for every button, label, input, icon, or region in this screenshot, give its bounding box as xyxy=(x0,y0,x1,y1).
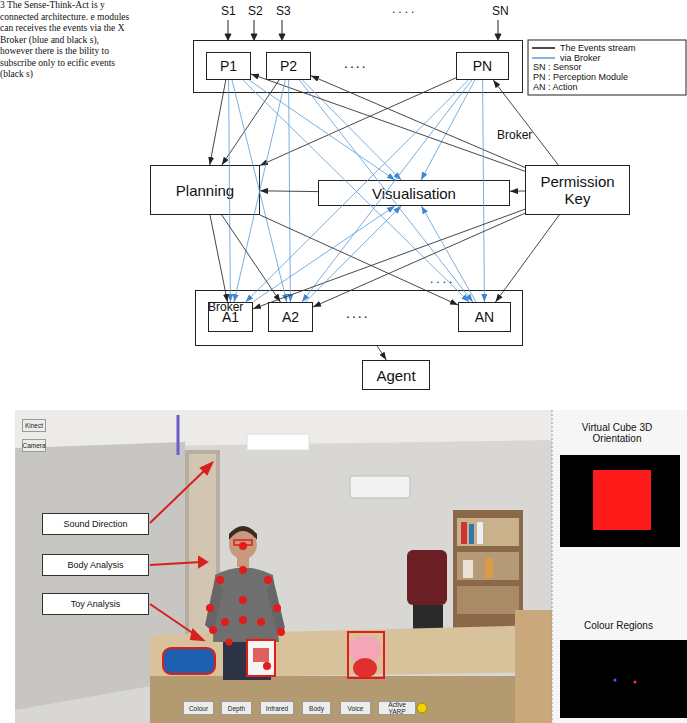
ui-button: Colour xyxy=(183,701,214,715)
text-label: Broker xyxy=(208,300,243,314)
legend-text: AN : Action xyxy=(533,82,578,92)
text-label: S3 xyxy=(276,4,291,18)
node-text: Infrared xyxy=(266,705,288,712)
node-text: Body Analysis xyxy=(67,560,123,570)
node-text: P1 xyxy=(220,58,237,74)
callout-box: Sound Direction xyxy=(42,513,149,535)
node-text: .... xyxy=(344,55,368,71)
broker-connector xyxy=(249,80,395,180)
event-connector xyxy=(222,215,281,302)
ui-button: Kinect xyxy=(22,419,46,432)
node-text: Colour xyxy=(189,705,208,712)
node-text: Depth xyxy=(228,705,245,712)
broker-connector xyxy=(421,206,476,302)
group-box: .... P1 P2 PN xyxy=(193,40,523,93)
process-box: Permission Key xyxy=(525,165,630,215)
broker-connector xyxy=(421,80,475,180)
event-connector xyxy=(311,76,525,168)
ui-button: Voice xyxy=(340,701,371,715)
module-box: A2 xyxy=(268,302,313,332)
node-text: AN xyxy=(475,309,494,325)
text-label: Virtual Cube 3D Orientation xyxy=(572,422,662,444)
event-connector xyxy=(260,215,458,305)
legend-text: PN : Perception Module xyxy=(533,72,628,82)
event-connector xyxy=(510,191,525,192)
node-text: Kinect xyxy=(25,422,43,429)
node-text: Permission Key xyxy=(540,173,615,207)
node-text: A2 xyxy=(282,309,299,325)
legend-text: SN : Sensor xyxy=(533,62,582,72)
ui-button: Infrared xyxy=(260,701,294,715)
module-box: P2 xyxy=(266,52,311,80)
node-text: Agent xyxy=(376,367,415,384)
ui-button: Depth xyxy=(221,701,252,715)
text-label: S2 xyxy=(248,4,263,18)
event-connector xyxy=(210,215,228,302)
node-text: Body xyxy=(309,705,324,712)
event-connector xyxy=(260,190,318,192)
node-text: Sound Direction xyxy=(63,519,127,529)
process-box: Agent xyxy=(362,360,430,390)
event-connector xyxy=(251,74,525,171)
process-box: Visualisation xyxy=(318,180,510,206)
ui-button: Body xyxy=(302,701,331,715)
node-text: Planning xyxy=(176,182,234,199)
text-label: Broker xyxy=(497,128,532,142)
module-box: AN xyxy=(458,302,511,332)
node-text: P2 xyxy=(280,58,297,74)
broker-connector xyxy=(289,80,291,302)
broker-connector xyxy=(253,206,395,302)
node-text: Visualisation xyxy=(372,185,456,202)
text-label: Colour Regions xyxy=(584,620,653,631)
callout-box: Toy Analysis xyxy=(42,593,149,615)
broker-connector xyxy=(302,80,401,180)
text-label: S1 xyxy=(221,4,236,18)
ui-button: Camera xyxy=(22,439,46,452)
node-text: Camera xyxy=(22,442,45,449)
module-box: P1 xyxy=(206,52,251,80)
event-connector xyxy=(260,78,456,166)
text-label: .... xyxy=(392,2,417,16)
node-text: .... xyxy=(346,305,370,321)
callout-box: Body Analysis xyxy=(42,554,149,576)
node-text: Voice xyxy=(348,705,364,712)
node-text: PN xyxy=(473,58,492,74)
figure-caption: 3 The Sense-Think-Act is y connected arc… xyxy=(0,0,132,81)
process-box: Planning xyxy=(150,165,260,215)
text-label: SN xyxy=(492,4,509,18)
module-box: PN xyxy=(456,52,509,80)
event-connector xyxy=(253,209,525,309)
ui-button: Active YARP xyxy=(378,701,416,715)
legend-text: via Broker xyxy=(560,53,601,63)
node-text: Toy Analysis xyxy=(71,599,121,609)
event-connector xyxy=(377,346,386,360)
legend-text: The Events stream xyxy=(560,43,636,53)
event-connector xyxy=(313,213,525,307)
node-text: Active YARP xyxy=(379,701,415,715)
group-box: ....A1A2AN xyxy=(195,290,523,346)
event-connector xyxy=(496,215,560,302)
text-label: .... xyxy=(430,272,455,286)
broker-connector xyxy=(305,206,401,302)
